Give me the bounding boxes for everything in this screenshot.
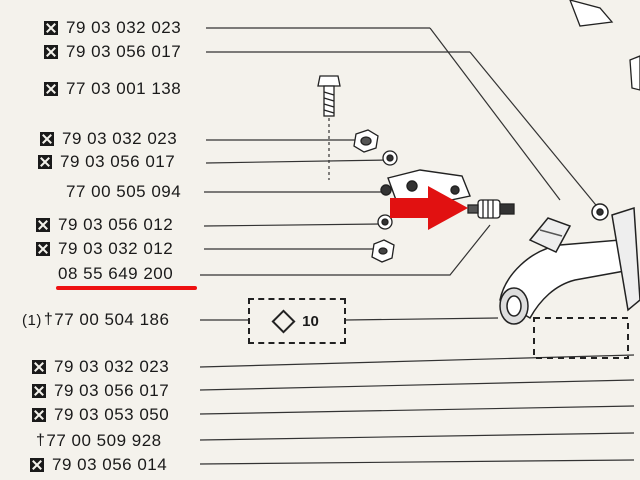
part-row: 79 03 032 012 xyxy=(36,238,173,260)
footnote-ref: (1) xyxy=(22,311,42,329)
bolt-drawing xyxy=(317,75,341,117)
pipe-drawing xyxy=(499,203,640,325)
cross-box-icon xyxy=(44,45,58,59)
part-number: 77 00 505 094 xyxy=(66,182,182,201)
part-number: 79 03 056 014 xyxy=(52,455,168,474)
part-number: 77 03 001 138 xyxy=(66,79,182,98)
part-row: 79 03 032 023 xyxy=(44,17,181,39)
cross-box-icon xyxy=(40,132,54,146)
part-row-highlighted: 08 55 649 200 xyxy=(58,263,173,285)
dashed-outline-box xyxy=(533,317,629,359)
callout-label: 10 xyxy=(302,312,319,330)
dagger-icon: † xyxy=(36,432,46,449)
part-row: 79 03 056 012 xyxy=(36,214,173,236)
part-row: 77 03 001 138 xyxy=(44,78,181,100)
cross-box-icon xyxy=(32,360,46,374)
red-underline xyxy=(56,286,197,290)
part-row: 79 03 032 023 xyxy=(32,356,169,378)
part-number: 79 03 056 017 xyxy=(66,42,182,61)
part-row: 77 00 505 094 xyxy=(66,181,181,203)
part-row: 79 03 032 023 xyxy=(40,128,177,150)
part-number: 79 03 032 023 xyxy=(66,18,182,37)
cross-box-icon xyxy=(30,458,44,472)
part-number: 79 03 056 017 xyxy=(54,381,170,400)
part-number: 79 03 032 023 xyxy=(54,357,170,376)
red-arrow-icon xyxy=(390,186,468,230)
cross-box-icon xyxy=(32,408,46,422)
dagger-icon: † xyxy=(43,311,54,328)
cross-box-icon xyxy=(44,21,58,35)
part-number: 79 03 056 017 xyxy=(60,152,176,171)
part-number: 79 03 056 012 xyxy=(58,215,174,234)
part-row: 79 03 053 050 xyxy=(32,404,169,426)
cross-box-icon xyxy=(36,242,50,256)
part-number: 79 03 032 023 xyxy=(62,129,178,148)
cross-box-icon xyxy=(32,384,46,398)
part-row: † 77 00 509 928 xyxy=(36,430,162,452)
cross-box-icon xyxy=(36,218,50,232)
part-row: 79 03 056 017 xyxy=(44,41,181,63)
nut-drawing xyxy=(353,129,398,166)
part-row: 79 03 056 014 xyxy=(30,454,167,476)
callout-box: 10 xyxy=(248,298,346,344)
part-number: 08 55 649 200 xyxy=(58,264,174,283)
cross-box-icon xyxy=(38,155,52,169)
part-row: (1) † 77 00 504 186 xyxy=(22,309,169,331)
cross-box-icon xyxy=(44,82,58,96)
part-row: 79 03 056 017 xyxy=(38,151,175,173)
part-number: 77 00 504 186 xyxy=(54,310,170,329)
part-row: 79 03 056 017 xyxy=(32,380,169,402)
part-number: 77 00 509 928 xyxy=(46,431,162,450)
diamond-icon xyxy=(271,308,296,334)
switch-drawing xyxy=(467,199,515,219)
part-number: 79 03 053 050 xyxy=(54,405,170,424)
part-number: 79 03 032 012 xyxy=(58,239,174,258)
